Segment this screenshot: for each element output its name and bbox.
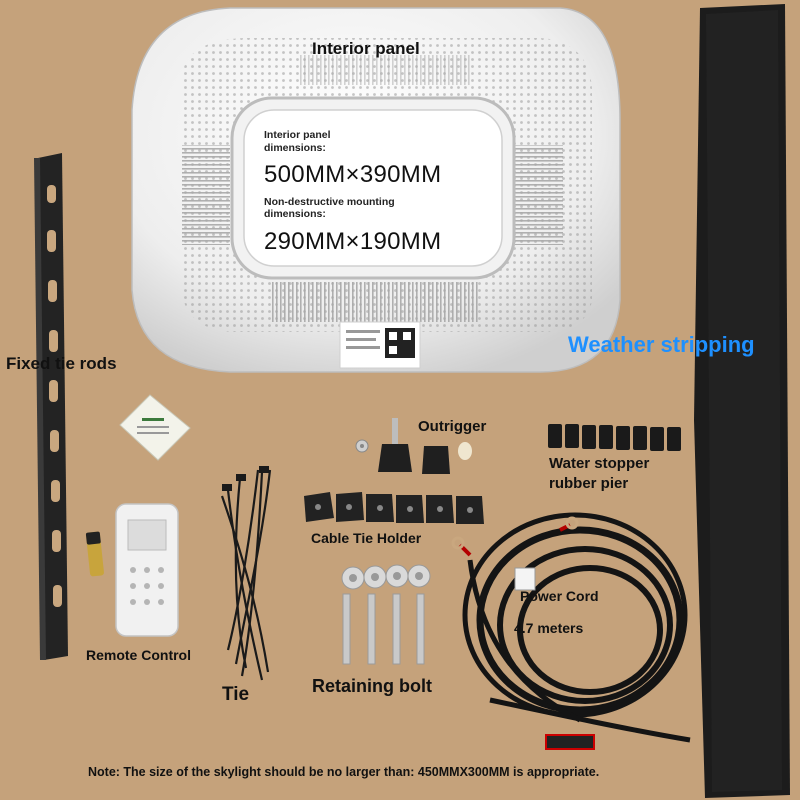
mounting-dimensions-label-suffix: dimensions: [264, 208, 326, 220]
remote-control-image [115, 503, 179, 637]
water-stopper-label: Water stopper [549, 455, 650, 472]
fixed-tie-rods-label: Fixed tie rods [6, 354, 117, 373]
power-cord-label: Power Cord [520, 588, 599, 604]
battery-image [85, 531, 104, 577]
fixed-tie-rod-image [34, 153, 68, 660]
retaining-bolt-label: Retaining bolt [312, 676, 432, 696]
certificate-card-image [119, 394, 191, 461]
skylight-size-note: Note: The size of the skylight should be… [88, 765, 600, 779]
interior-dimensions-value: 500MM×390MM [264, 161, 442, 188]
interior-panel-label: Interior panel [312, 39, 420, 58]
mounting-dimensions-label: Non-destructive mounting [264, 196, 395, 208]
cable-ties-image [220, 469, 272, 681]
retaining-bolts-image [341, 564, 431, 665]
water-stopper-image [548, 424, 681, 451]
water-stopper-label-line2: rubber pier [549, 475, 629, 492]
weather-stripping-label: Weather stripping [568, 332, 755, 357]
outrigger-image [355, 418, 472, 474]
remote-control-label: Remote Control [86, 647, 191, 663]
power-cord-length: 4.7 meters [514, 620, 584, 636]
power-cord-image [458, 512, 691, 743]
interior-panel-image [131, 7, 621, 373]
tie-label: Tie [222, 684, 250, 705]
cable-tie-holder-label: Cable Tie Holder [311, 530, 422, 546]
interior-dimensions-label: Interior panel [264, 129, 331, 141]
mounting-dimensions-value: 290MM×190MM [264, 228, 442, 255]
outrigger-label: Outrigger [418, 418, 487, 435]
interior-dimensions-label-suffix: dimensions: [264, 142, 326, 154]
